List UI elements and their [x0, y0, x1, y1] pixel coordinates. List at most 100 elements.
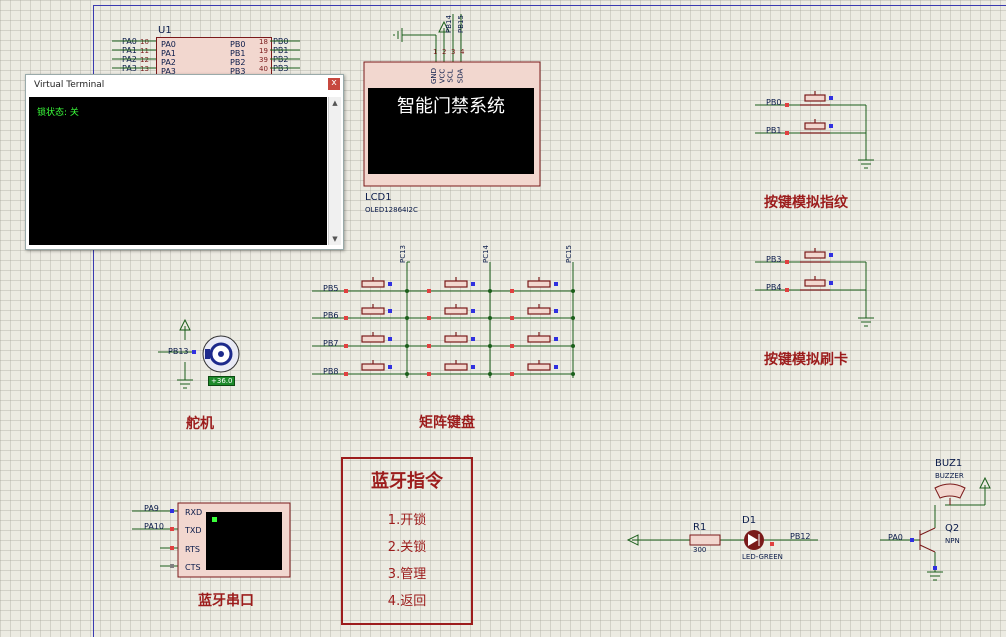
sheet-border-top: [93, 5, 1006, 6]
mcu-inner-label: PB2: [230, 58, 246, 67]
keypad-key[interactable]: [510, 332, 575, 348]
net-label-pb0: PB0: [766, 98, 782, 107]
led-net-label: PB12: [790, 532, 811, 541]
oled-pin-num: 3: [451, 48, 456, 56]
virtual-terminal-window[interactable]: Virtual Terminal x 锁状态: 关 ▲ ▼: [25, 74, 344, 250]
virtual-terminal-screen[interactable]: 锁状态: 关: [29, 97, 327, 245]
oled-ref: LCD1: [365, 192, 392, 203]
oled-part: OLED12864I2C: [365, 206, 418, 214]
oled-pin-num: 1: [433, 48, 438, 56]
oled-pin-num: 2: [442, 48, 447, 56]
mcu-pin-num: 13: [140, 65, 149, 73]
mcu-pin-num: 18: [259, 38, 268, 46]
led-part: LED-GREEN: [742, 553, 783, 561]
mcu-inner-label: PB3: [230, 67, 246, 76]
buzzer-buz1[interactable]: [934, 483, 966, 505]
keypad-row-label: PB8: [323, 367, 339, 376]
card-title: 按键模拟刷卡: [764, 352, 848, 368]
keypad-key[interactable]: [344, 277, 409, 293]
keypad-row-label: PB6: [323, 311, 339, 320]
buzzer-part: BUZZER: [935, 472, 964, 480]
virtual-terminal-title: Virtual Terminal: [34, 80, 105, 90]
keypad-key[interactable]: [510, 277, 575, 293]
oled-display-text: 智能门禁系统: [397, 96, 505, 117]
button-pb3[interactable]: [800, 248, 830, 263]
led-d1[interactable]: [744, 530, 774, 550]
mcu-inner-label: PA2: [161, 58, 176, 67]
close-icon[interactable]: x: [328, 78, 340, 90]
oled-pin-vcc: VCC: [438, 68, 447, 84]
keypad-key[interactable]: [427, 360, 492, 376]
bt-pin-label: RTS: [185, 545, 200, 554]
bt-pin-label: RXD: [185, 508, 203, 517]
buzzer-net-label: PA0: [888, 533, 903, 542]
scroll-down-icon[interactable]: ▼: [332, 235, 338, 243]
transistor-q2[interactable]: [910, 527, 937, 570]
transistor-ref: Q2: [945, 523, 960, 534]
resistor-value: 300: [693, 546, 707, 554]
sheet-border-left: [93, 5, 94, 637]
scroll-up-icon[interactable]: ▲: [332, 99, 338, 107]
oled-net-pb15: PB15: [456, 15, 465, 33]
mcu-inner-label: PA1: [161, 49, 176, 58]
button-pb4[interactable]: [800, 276, 830, 291]
mcu-inner-label: PB1: [230, 49, 246, 58]
keypad-col-label: PC14: [482, 244, 491, 264]
mcu-pin-num: 12: [140, 56, 149, 64]
virtual-terminal-output: 锁状态: 关: [37, 108, 79, 118]
mcu-inner-label: PB0: [230, 40, 246, 49]
keypad-row-label: PB7: [323, 339, 339, 348]
keypad-key[interactable]: [427, 304, 492, 320]
virtual-terminal-scrollbar[interactable]: ▲ ▼: [328, 97, 341, 245]
keypad-key[interactable]: [344, 360, 409, 376]
oled-pin-sda: SDA: [456, 68, 465, 84]
net-label-pb3: PB3: [766, 255, 782, 264]
keypad-key[interactable]: [510, 304, 575, 320]
mcu-body[interactable]: [156, 37, 272, 77]
bt-net-label: PA9: [144, 504, 159, 513]
led-ref: D1: [742, 515, 757, 526]
keypad-col-label: PC13: [399, 244, 408, 264]
servo-readout: +36.0: [208, 376, 236, 386]
button-pb1[interactable]: [800, 119, 830, 134]
bt-command-item: 3.管理: [387, 567, 427, 582]
bt-net-label: PA10: [144, 522, 164, 531]
mcu-pin-num: 11: [140, 47, 149, 55]
mcu-pin-num: 19: [259, 47, 268, 55]
keypad-key[interactable]: [344, 332, 409, 348]
mcu-inner-label: PA0: [161, 40, 176, 49]
bt-pin-label: CTS: [185, 563, 201, 572]
keypad-key[interactable]: [427, 277, 492, 293]
oled-pin-scl: SCL: [446, 69, 455, 83]
resistor-r1[interactable]: [689, 534, 721, 546]
keypad-key[interactable]: [344, 304, 409, 320]
net-label-pb1: PB1: [766, 126, 782, 135]
oled-pin-gnd: GND: [430, 67, 439, 85]
mcu-ref: U1: [158, 25, 172, 36]
oled-screen: 智能门禁系统: [368, 88, 534, 174]
keypad-key[interactable]: [427, 332, 492, 348]
servo-net-label: PB13: [168, 347, 189, 356]
net-label-pb4: PB4: [766, 283, 782, 292]
buzzer-ref: BUZ1: [935, 458, 963, 469]
bt-pin-label: TXD: [185, 526, 202, 535]
keypad-key[interactable]: [510, 360, 575, 376]
mcu-pin-num: 39: [259, 56, 268, 64]
oled-pin-num: 4: [460, 48, 465, 56]
bt-commands-title: 蓝牙指令: [371, 471, 443, 492]
fingerprint-title: 按键模拟指纹: [764, 195, 848, 211]
mcu-inner-label: PA3: [161, 67, 176, 76]
keypad-title: 矩阵键盘: [419, 415, 475, 431]
bt-command-item: 4.返回: [387, 594, 427, 609]
bt-command-item: 2.关锁: [387, 540, 427, 555]
bt-command-item: 1.开锁: [387, 513, 427, 528]
bluetooth-module[interactable]: [170, 502, 291, 578]
transistor-part: NPN: [945, 537, 960, 545]
resistor-ref: R1: [693, 522, 707, 533]
oled-net-pb14: PB14: [444, 15, 453, 33]
button-pb0[interactable]: [800, 91, 830, 106]
servo-motor[interactable]: [192, 335, 240, 373]
bluetooth-commands-box: 蓝牙指令 1.开锁 2.关锁 3.管理 4.返回: [341, 457, 473, 625]
servo-title: 舵机: [186, 416, 214, 432]
